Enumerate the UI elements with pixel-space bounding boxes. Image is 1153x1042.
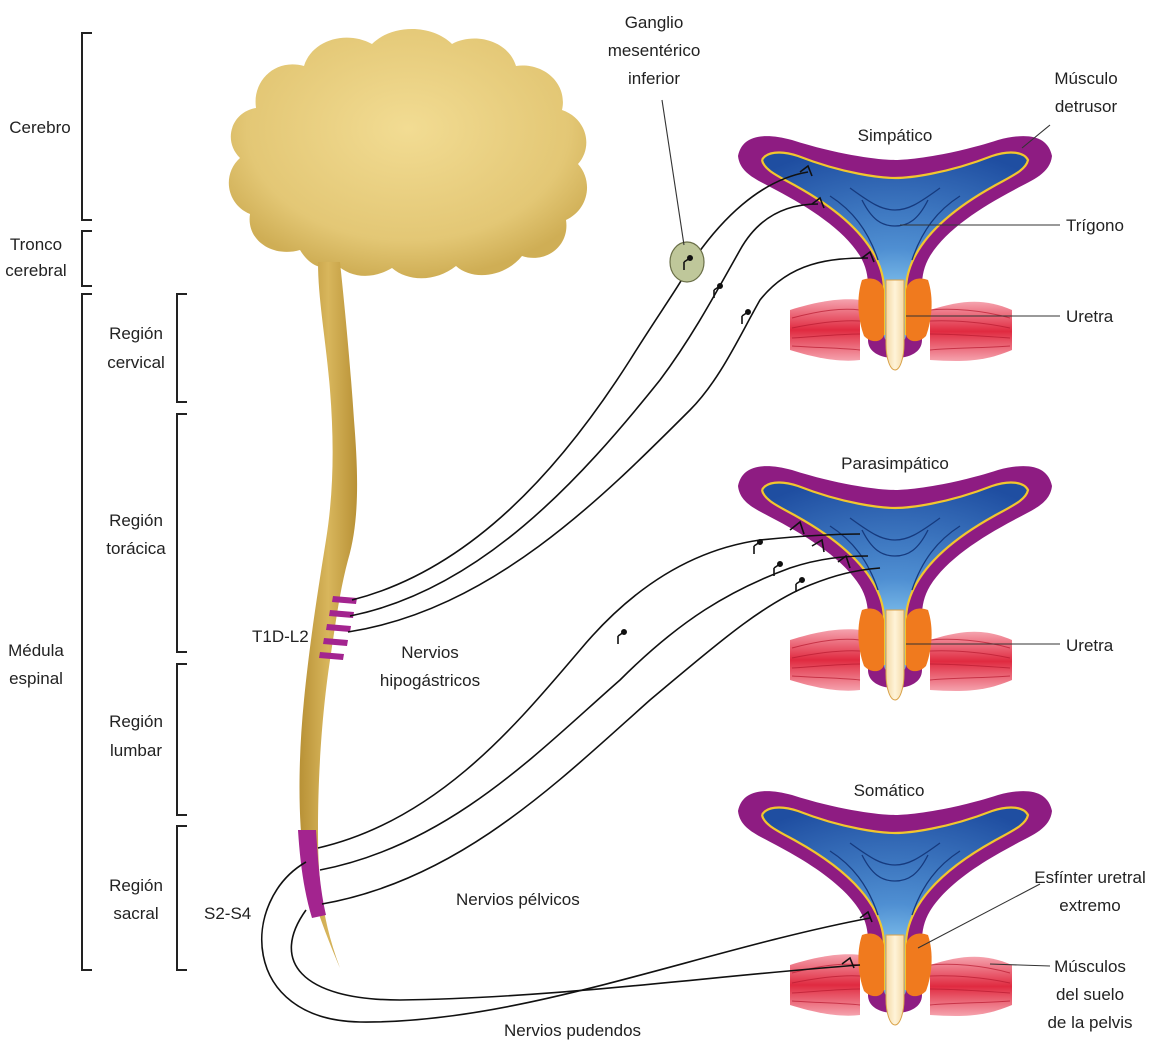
label-pelvic-floor-line3: de la pelvis — [1047, 1013, 1132, 1032]
left-brackets — [82, 33, 187, 970]
brainstem-bracket — [82, 231, 92, 286]
label-sacral-line2: sacral — [113, 904, 158, 923]
label-hypogastric-line1: Nervios — [401, 643, 459, 662]
label-urethra-1: Uretra — [1066, 307, 1114, 326]
label-pelvic-nerves: Nervios pélvicos — [456, 890, 580, 909]
label-ganglion-line3: inferior — [628, 69, 680, 88]
brain-bracket — [82, 33, 92, 220]
s2-s4-segment — [298, 830, 326, 918]
right-labels: Músculo detrusor Trígono Uretra Uretra E… — [1034, 69, 1146, 1032]
bladder-somatic — [738, 791, 1052, 1025]
label-sacral-line1: Región — [109, 876, 163, 895]
label-s2-s4: S2-S4 — [204, 904, 251, 923]
label-detrusor-line2: detrusor — [1055, 97, 1118, 116]
label-trigone: Trígono — [1066, 216, 1124, 235]
label-cervical-line1: Región — [109, 324, 163, 343]
label-spinal-line2: espinal — [9, 669, 63, 688]
label-lumbar-line2: lumbar — [110, 741, 162, 760]
cervical-bracket — [177, 294, 187, 402]
label-thoracic-line2: torácica — [106, 539, 166, 558]
label-external-sphincter-line1: Esfínter uretral — [1034, 868, 1146, 887]
pudendal-nerves — [262, 862, 870, 1022]
label-somatic: Somático — [854, 781, 925, 800]
sacral-bracket — [177, 826, 187, 970]
left-labels: Cerebro Tronco cerebral Médula espinal R… — [5, 118, 166, 923]
bladder-sympathetic — [738, 136, 1052, 370]
label-pudendal-nerves: Nervios pudendos — [504, 1021, 641, 1040]
label-spinal-line1: Médula — [8, 641, 64, 660]
label-pelvic-floor-line2: del suelo — [1056, 985, 1124, 1004]
label-t10-l2: T1D-L2 — [252, 627, 309, 646]
label-sympathetic: Simpático — [858, 126, 933, 145]
brain — [229, 29, 587, 278]
lumbar-bracket — [177, 664, 187, 815]
label-ganglion-line2: mesentérico — [608, 41, 701, 60]
label-brainstem-line1: Tronco — [10, 235, 62, 254]
label-lumbar-line1: Región — [109, 712, 163, 731]
label-cervical-line2: cervical — [107, 353, 165, 372]
label-brain: Cerebro — [9, 118, 70, 137]
label-ganglion-line1: Ganglio — [625, 13, 684, 32]
label-urethra-2: Uretra — [1066, 636, 1114, 655]
label-brainstem-line2: cerebral — [5, 261, 66, 280]
label-pelvic-floor-line1: Músculos — [1054, 957, 1126, 976]
inferior-mesenteric-ganglion — [670, 242, 704, 282]
label-parasympathetic: Parasimpático — [841, 454, 949, 473]
label-thoracic-line1: Región — [109, 511, 163, 530]
label-hypogastric-line2: hipogástricos — [380, 671, 480, 690]
spinal-cord-bracket — [82, 294, 92, 970]
label-external-sphincter-line2: extremo — [1059, 896, 1120, 915]
bladder-parasympathetic — [738, 466, 1052, 700]
label-detrusor-line1: Músculo — [1054, 69, 1117, 88]
thoracic-bracket — [177, 414, 187, 652]
